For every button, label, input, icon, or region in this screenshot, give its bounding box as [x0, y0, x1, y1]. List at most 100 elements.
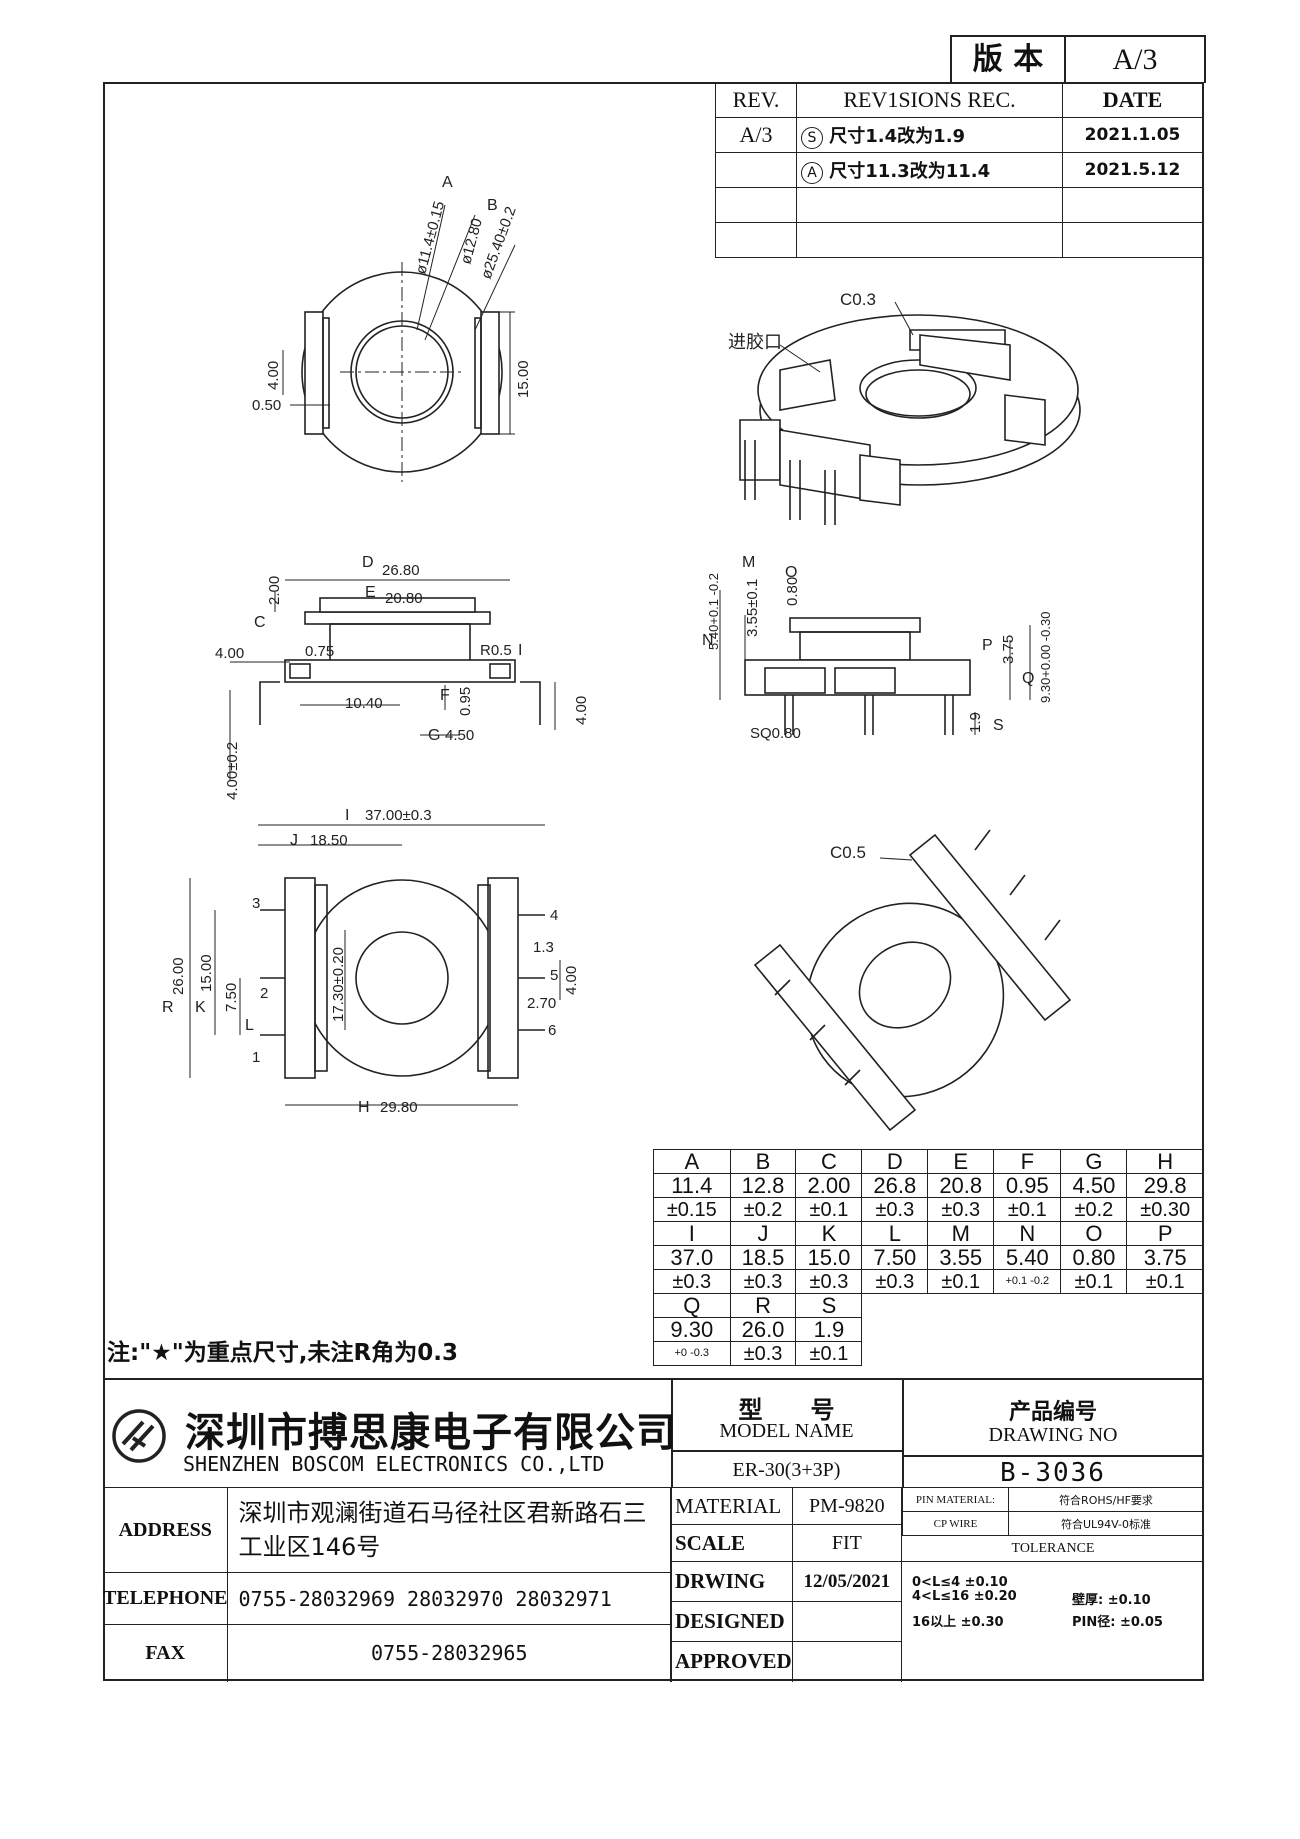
- mark-label: B: [487, 197, 498, 214]
- tolerance-divider: [902, 1561, 1204, 1562]
- rev-cell: [715, 152, 797, 188]
- dim-tolerance: +0.1 -0.2: [993, 1269, 1062, 1294]
- pin-material-value: 符合ROHS/HF要求: [1008, 1487, 1204, 1512]
- side-view: [719, 590, 1031, 735]
- mark-label: H: [358, 1099, 370, 1116]
- dim-label: 15.00: [515, 360, 532, 398]
- rev-header: REV.: [715, 82, 797, 118]
- dim-tolerance: ±0.15: [653, 1197, 731, 1222]
- dim-tolerance: ±0.1: [1060, 1269, 1128, 1294]
- cp-wire-value: 符合UL94V-0标准: [1008, 1511, 1204, 1536]
- dim-key: A: [653, 1149, 731, 1174]
- company-name-en: SHENZHEN BOSCOM ELECTRONICS CO.,LTD: [183, 1452, 605, 1476]
- dim-key: G: [1060, 1149, 1128, 1174]
- dim-key: J: [729, 1221, 797, 1246]
- dim-label: 4.00±0.2: [224, 742, 241, 800]
- approved-value: [791, 1641, 903, 1682]
- rev-date-cell: [1062, 222, 1204, 258]
- designed-value: [791, 1601, 903, 1642]
- dim-tolerance: +0 -0.3: [653, 1341, 731, 1366]
- dim-value: 4.50: [1060, 1173, 1128, 1198]
- note-text: 注:"★"为重点尺寸,未注R角为0.3: [107, 1340, 458, 1366]
- dim-tolerance: ±0.30: [1126, 1197, 1204, 1222]
- dim-label: 0.95: [457, 687, 474, 716]
- dim-value: 0.80: [1060, 1245, 1128, 1270]
- dim-key: P: [1126, 1221, 1204, 1246]
- pin-label: 3: [252, 895, 260, 912]
- dim-label: 4.00: [563, 966, 580, 995]
- rev-date-cell: [1062, 187, 1204, 223]
- mark-label: A: [442, 174, 453, 191]
- dim-value: 5.40: [993, 1245, 1062, 1270]
- dim-label: 4.50: [445, 727, 474, 744]
- gate-label: 进胶口: [728, 332, 782, 352]
- dim-label: 37.00±0.3: [365, 807, 432, 824]
- tolerance-line: 16以上 ±0.30: [912, 1615, 1004, 1630]
- drawing-no-label-cn: 产品编号: [1008, 1400, 1097, 1425]
- dim-value: 1.9: [795, 1317, 863, 1342]
- dim-value: 29.8: [1126, 1173, 1204, 1198]
- tolerance-line: 0<L≤4 ±0.10: [912, 1575, 1008, 1590]
- dim-tolerance: ±0.1: [795, 1197, 863, 1222]
- dim-key: K: [795, 1221, 863, 1246]
- dim-tolerance: ±0.3: [729, 1341, 797, 1366]
- mark-label: I: [518, 642, 522, 659]
- fax-value: 0755-28032965: [227, 1624, 671, 1682]
- tolerance-label: TOLERANCE: [1011, 1541, 1095, 1556]
- drawing-no-value: B-3036: [902, 1455, 1204, 1489]
- dim-label: 2.70: [527, 995, 556, 1012]
- dim-key: C: [795, 1149, 863, 1174]
- pin-label: 1: [252, 1049, 260, 1066]
- dim-label: 7.50: [223, 983, 240, 1012]
- rev-cell: [715, 187, 797, 223]
- tolerance-wall: 壁厚: ±0.10: [1072, 1593, 1151, 1608]
- dim-label: 9.30+0.00 -0.30: [1038, 612, 1053, 703]
- drawing-date-value: 12/05/2021: [791, 1561, 903, 1602]
- mark-label: J: [290, 832, 298, 849]
- mark-label: I: [345, 807, 349, 824]
- mark-label: L: [245, 1017, 254, 1034]
- version-box: 版 本 A/3: [950, 35, 1206, 83]
- dim-tolerance: ±0.3: [653, 1269, 731, 1294]
- dim-key: F: [993, 1149, 1062, 1174]
- mark-label: C: [254, 614, 266, 631]
- dim-key: Q: [653, 1293, 731, 1318]
- dim-label: SQ0.80: [750, 725, 801, 742]
- dim-value: 9.30: [653, 1317, 731, 1342]
- side-view-labels: 5.40+0.1 -0.2 3.55±0.1 0.80 3.75 9.30+0.…: [702, 554, 1053, 742]
- dim-label: 0.80: [784, 577, 801, 606]
- dim-key: I: [653, 1221, 731, 1246]
- dim-tolerance: ±0.1: [927, 1269, 995, 1294]
- material-tolerance-block: PIN MATERIAL: 符合ROHS/HF要求 CP WIRE 符合UL94…: [902, 1487, 1204, 1681]
- bottom-view: [189, 824, 561, 1106]
- tolerance-pin: PIN径: ±0.05: [1072, 1615, 1163, 1630]
- dim-label: 10.40: [345, 695, 383, 712]
- dim-label: ø25.40±0.2: [478, 204, 520, 281]
- dim-tolerance: ±0.3: [795, 1269, 863, 1294]
- contact-table: ADDRESS 深圳市观澜街道石马径社区君新路石三工业区146号 TELEPHO…: [103, 1487, 671, 1682]
- company-logo-icon: [112, 1409, 166, 1463]
- pin-label: 2: [260, 985, 268, 1002]
- dim-label: ø11.4±0.15: [412, 200, 448, 277]
- material-value: PM-9820: [791, 1487, 903, 1525]
- company-block: 深圳市搏思康电子有限公司 SHENZHEN BOSCOM ELECTRONICS…: [103, 1380, 676, 1487]
- dim-label: 26.00: [170, 957, 187, 995]
- dim-table-empty: [861, 1293, 1204, 1366]
- address-value: 深圳市观澜街道石马径社区君新路石三工业区146号: [227, 1487, 671, 1573]
- telephone-label: TELEPHONE: [103, 1572, 229, 1625]
- dim-tolerance: ±0.2: [1060, 1197, 1128, 1222]
- mark-label: K: [195, 999, 206, 1016]
- chamfer-label: C0.3: [840, 290, 876, 309]
- rev-text: 尺寸1.4改为1.9: [829, 125, 966, 147]
- fax-label: FAX: [103, 1624, 229, 1682]
- tolerance-line: 4<L≤16 ±0.20: [912, 1589, 1017, 1604]
- mark-label: O: [785, 564, 797, 581]
- dim-key: L: [861, 1221, 929, 1246]
- rev-text-cell: [796, 187, 1063, 223]
- mark-label: R: [162, 999, 174, 1016]
- mark-label: G: [428, 727, 440, 744]
- chamfer-label: C0.5: [830, 843, 866, 862]
- model-label-en: MODEL NAME: [719, 1420, 854, 1442]
- dim-label: 0.75: [305, 643, 334, 660]
